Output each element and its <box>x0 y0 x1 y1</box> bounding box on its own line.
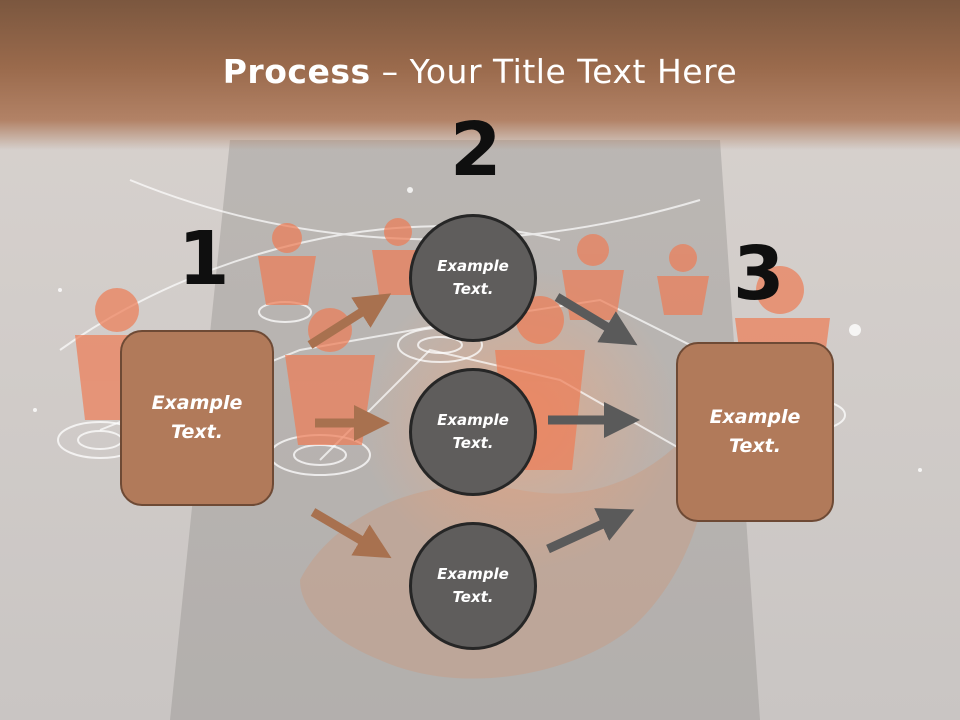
arrow-2c-to-3 <box>546 508 635 554</box>
step-2-label-top: Example Text. <box>437 257 509 298</box>
step-2-label-middle: Example Text. <box>437 411 509 452</box>
arrow-2a-to-3 <box>554 293 638 346</box>
step-2-circle-top: Example Text. <box>409 214 537 342</box>
step-1-label: Example Text. <box>151 392 243 443</box>
step-number-1: 1 <box>178 216 230 302</box>
title-bold: Process <box>222 52 371 91</box>
arrow-1-to-2a <box>307 293 392 349</box>
step-2-circle-middle: Example Text. <box>409 368 537 496</box>
step-3-box: Example Text. <box>676 342 834 522</box>
title-band <box>0 0 960 150</box>
title-rest: – Your Title Text Here <box>370 52 738 91</box>
step-number-3: 3 <box>733 231 785 317</box>
step-number-2: 2 <box>450 107 502 193</box>
arrow-1-to-2c <box>310 508 392 559</box>
slide-title: Process – Your Title Text Here <box>0 52 960 91</box>
step-2-circle-bottom: Example Text. <box>409 522 537 650</box>
step-2-label-bottom: Example Text. <box>437 565 509 606</box>
step-1-box: Example Text. <box>120 330 274 506</box>
step-3-label: Example Text. <box>709 406 801 457</box>
